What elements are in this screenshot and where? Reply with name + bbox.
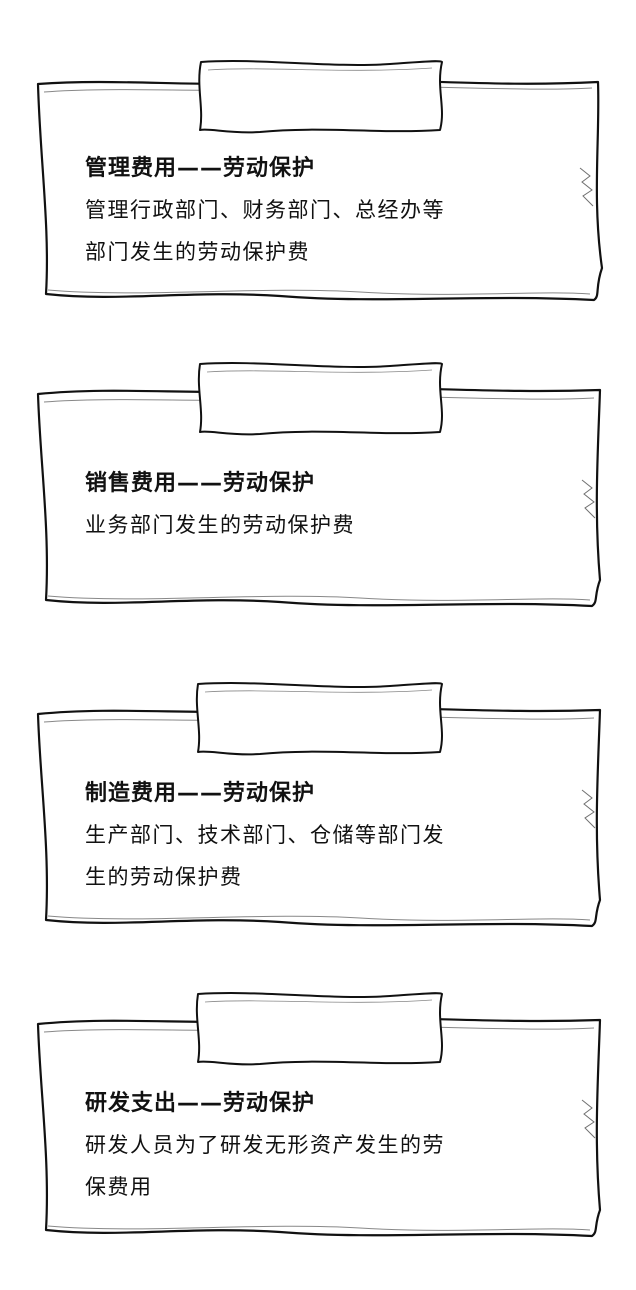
card-text: 销售费用——劳动保护 业务部门发生的劳动保护费 <box>85 466 555 546</box>
card-body: 业务部门发生的劳动保护费 <box>85 504 555 546</box>
note-card-2: 销售费用——劳动保护 业务部门发生的劳动保护费 <box>0 360 636 660</box>
card-title: 研发支出——劳动保护 <box>85 1091 316 1116</box>
tape-strip <box>195 682 443 756</box>
torn-paper-frame <box>36 682 602 928</box>
card-text: 管理费用——劳动保护 管理行政部门、财务部门、总经办等 部门发生的劳动保护费 <box>85 151 555 273</box>
tape-strip <box>197 362 443 436</box>
torn-paper-frame <box>36 992 602 1238</box>
card-line: 保费用 <box>85 1175 153 1199</box>
card-text: 研发支出——劳动保护 研发人员为了研发无形资产发生的劳 保费用 <box>85 1086 555 1208</box>
card-line: 业务部门发生的劳动保护费 <box>85 513 355 537</box>
card-body: 管理行政部门、财务部门、总经办等 部门发生的劳动保护费 <box>85 189 555 273</box>
card-title: 销售费用——劳动保护 <box>85 471 316 496</box>
torn-paper-frame <box>36 60 604 302</box>
card-body: 生产部门、技术部门、仓储等部门发 生的劳动保护费 <box>85 814 555 898</box>
tape-strip <box>195 992 443 1066</box>
card-text: 制造费用——劳动保护 生产部门、技术部门、仓储等部门发 生的劳动保护费 <box>85 776 555 898</box>
tape-strip <box>198 60 443 134</box>
card-line: 研发人员为了研发无形资产发生的劳 <box>85 1133 445 1157</box>
torn-paper-frame <box>36 362 602 608</box>
card-title: 制造费用——劳动保护 <box>85 781 316 806</box>
note-card-3: 制造费用——劳动保护 生产部门、技术部门、仓储等部门发 生的劳动保护费 <box>0 680 636 980</box>
note-card-4: 研发支出——劳动保护 研发人员为了研发无形资产发生的劳 保费用 <box>0 990 636 1290</box>
card-line: 部门发生的劳动保护费 <box>85 240 310 264</box>
card-line: 生的劳动保护费 <box>85 865 243 889</box>
card-line: 管理行政部门、财务部门、总经办等 <box>85 198 445 222</box>
card-line: 生产部门、技术部门、仓储等部门发 <box>85 823 445 847</box>
card-body: 研发人员为了研发无形资产发生的劳 保费用 <box>85 1124 555 1208</box>
card-title: 管理费用——劳动保护 <box>85 156 316 181</box>
note-card-1: 管理费用——劳动保护 管理行政部门、财务部门、总经办等 部门发生的劳动保护费 <box>0 58 636 358</box>
